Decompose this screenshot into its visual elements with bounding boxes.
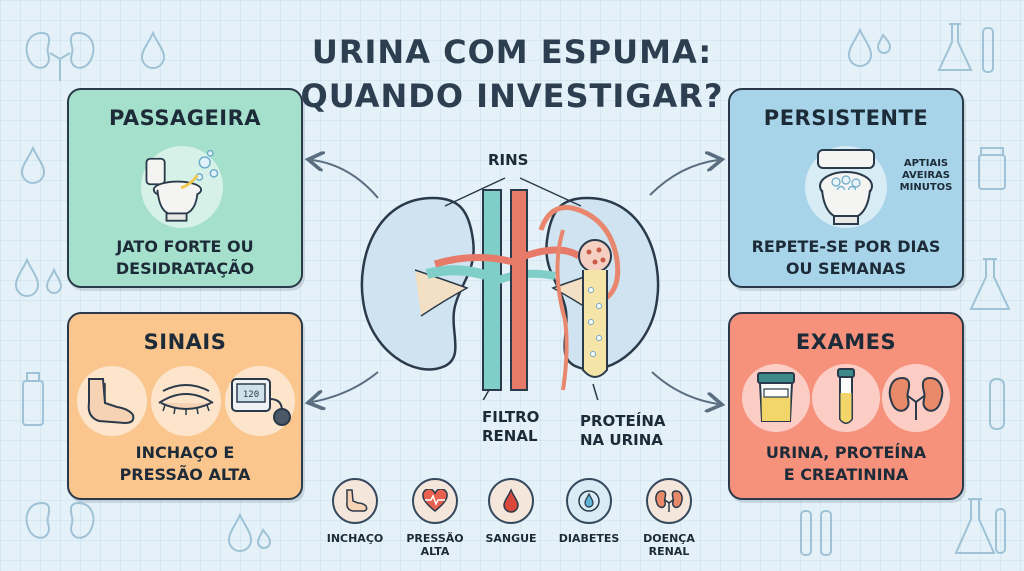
kidney-illustration	[360, 177, 660, 400]
risk-factor-label: SANGUE	[485, 532, 537, 545]
kidneys-icon	[882, 364, 950, 432]
decorative-tube-icon	[989, 378, 1005, 430]
page-title: URINA COM ESPUMA: QUANDO INVESTIGAR?	[250, 30, 774, 118]
decorative-drop-icon	[20, 145, 46, 184]
risk-factor-pressao-alta: PRESSÃO ALTA	[400, 478, 470, 558]
card-persistente-title: PERSISTENTE	[763, 106, 929, 130]
risk-factor-inchaco: INCHAÇO	[320, 478, 390, 545]
risk-factor-label: INCHAÇO	[326, 532, 384, 545]
risk-factor-label: DIABETES	[558, 532, 620, 545]
label-filtro-renal: FILTRO RENAL	[482, 408, 540, 445]
risk-factor-doenca-renal: DOENÇA RENAL	[634, 478, 704, 558]
card-persistente-text: REPETE-SE POR DIAS OU SEMANAS	[751, 237, 941, 278]
decorative-flask-icon	[954, 498, 1006, 554]
decorative-kidneys-icon	[25, 31, 95, 81]
test-tube-icon	[812, 364, 880, 432]
arrow-to-persistente	[649, 160, 718, 196]
card-passageira-text: JATO FORTE OU DESIDRATAÇÃO	[115, 237, 255, 278]
decorative-drop-icon	[140, 30, 166, 69]
decorative-flask-icon	[969, 258, 1011, 310]
card-exames-title: EXAMES	[795, 330, 897, 354]
title-line-1: URINA COM ESPUMA:	[311, 33, 713, 71]
heart-pulse-icon	[412, 478, 458, 524]
risk-factor-diabetes: DIABETES	[554, 478, 624, 545]
decorative-jar-icon	[978, 147, 1006, 190]
puffy-eye-icon	[151, 366, 221, 436]
decorative-drop-icon	[847, 27, 892, 67]
blood-drop-icon	[488, 478, 534, 524]
glomerulus	[578, 239, 612, 273]
card-exames-text: URINA, PROTEÍNA E CREATININA	[765, 443, 927, 484]
decorative-drop-icon	[227, 512, 272, 552]
kidney-disease-icon	[646, 478, 692, 524]
swollen-feet-icon	[77, 366, 147, 436]
risk-factor-label: PRESSÃO ALTA	[406, 532, 464, 558]
svg-text:120: 120	[243, 390, 259, 400]
label-rins: RINS	[488, 151, 529, 169]
decorative-kidneys-icon	[25, 501, 95, 539]
decorative-flask-icon	[937, 23, 994, 73]
risk-factor-sangue: SANGUE	[476, 478, 546, 545]
arrow-to-exames	[651, 371, 718, 404]
card-sinais-text: INCHAÇO E PRESSÃO ALTA	[119, 443, 251, 484]
arrow-to-sinais	[312, 371, 379, 402]
card-sinais: SINAIS 120 INCHAÇO E PRESSÃO ALTA	[67, 312, 303, 500]
title-line-2: QUANDO INVESTIGAR?	[300, 77, 724, 115]
decorative-tubes-icon	[800, 510, 832, 556]
arrow-to-passageira	[312, 160, 379, 199]
decorative-bottle-icon	[22, 372, 44, 426]
renal-tubule	[582, 270, 608, 378]
blood-pressure-monitor-icon: 120	[225, 366, 295, 436]
card-sinais-title: SINAIS	[143, 330, 227, 354]
card-persistente-side-note: APTIAIS AVEIRAS MINUTOS	[899, 158, 953, 193]
risk-factor-label: DOENÇA RENAL	[643, 532, 695, 558]
foamy-toilet-icon	[805, 146, 887, 228]
card-passageira-title: PASSAGEIRA	[108, 106, 262, 130]
toilet-with-bubbles-icon	[141, 146, 223, 228]
vein-vessel	[482, 189, 502, 391]
swollen-foot-icon	[332, 478, 378, 524]
artery-vessel	[510, 189, 528, 391]
diabetes-drop-icon	[566, 478, 612, 524]
card-exames: EXAMES URINA, PROTEÍNA E CREATININA	[728, 312, 964, 500]
urine-sample-cup-icon	[742, 364, 810, 432]
card-persistente: PERSISTENTE APTIAIS AVEIRAS MINUTOS REPE…	[728, 88, 964, 288]
card-passageira: PASSAGEIRA JATO FORTE OU DESIDRATAÇÃO	[67, 88, 303, 288]
label-proteina-na-urina: PROTEÍNA NA URINA	[580, 412, 666, 449]
decorative-drop-icon	[14, 257, 63, 297]
